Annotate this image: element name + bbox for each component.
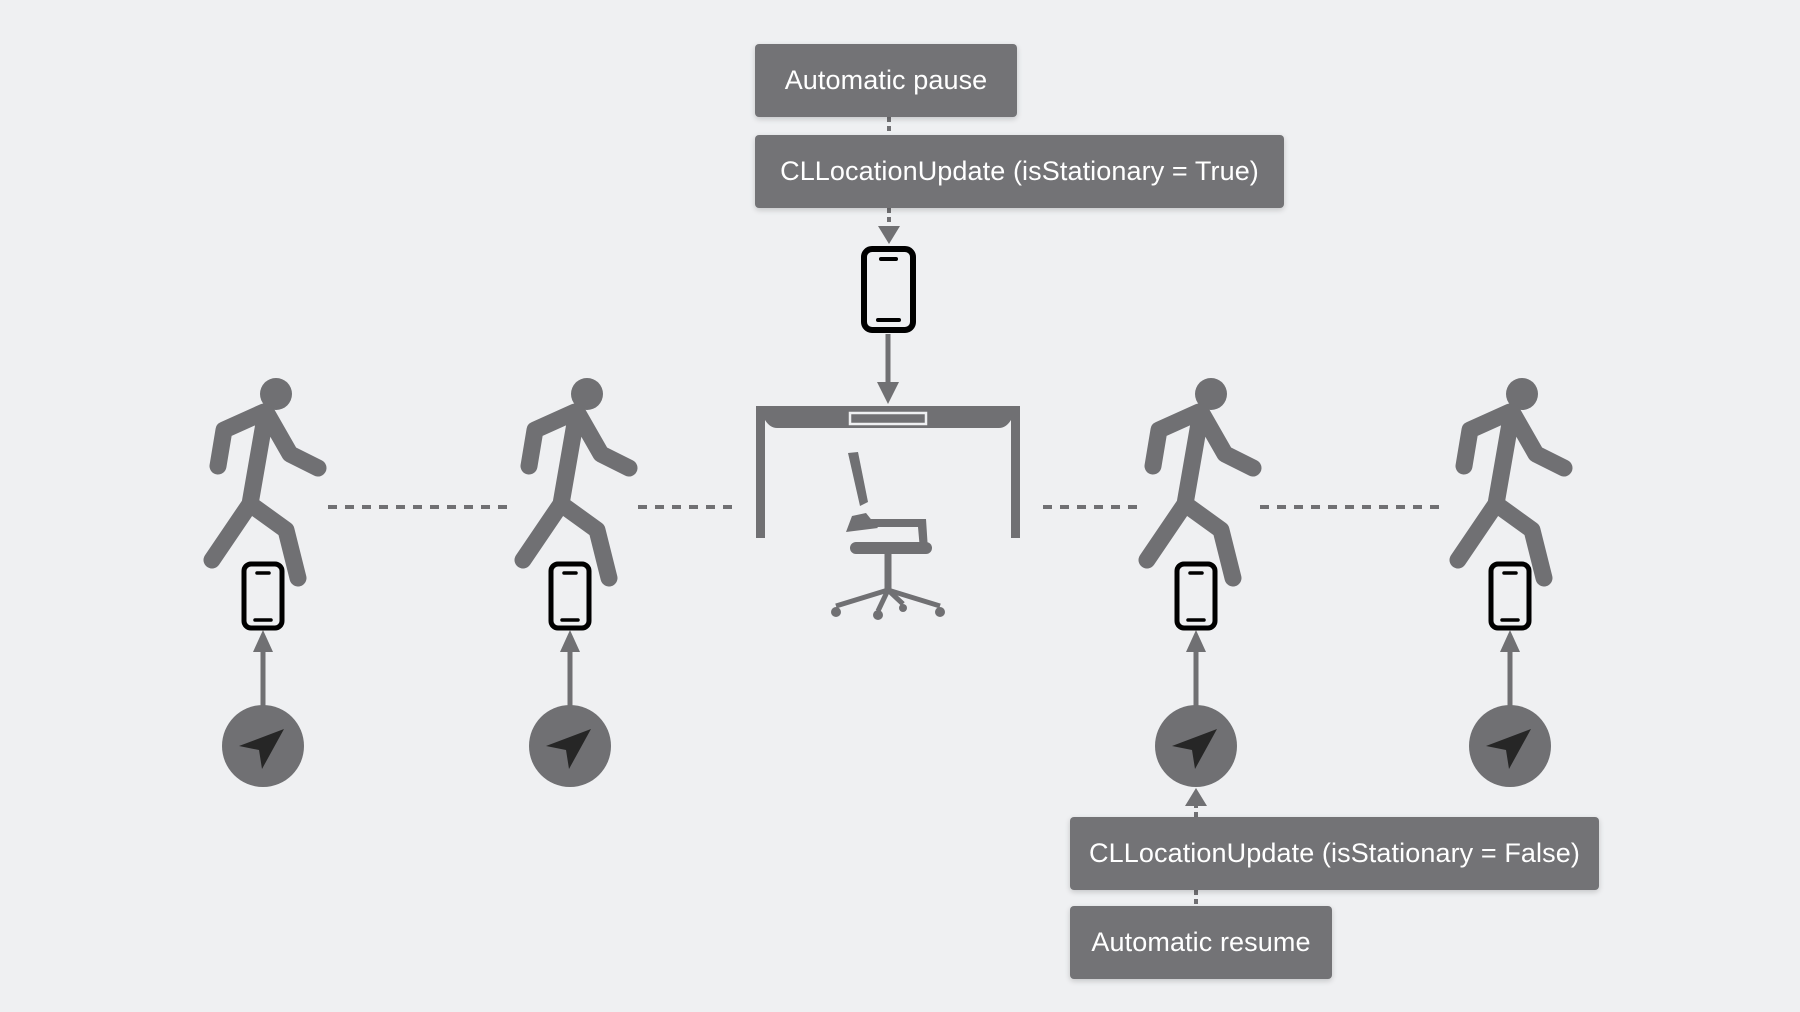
walker-icon-1 xyxy=(212,378,318,578)
arrow-up-3 xyxy=(1186,630,1206,706)
arrow-up-4 xyxy=(1500,630,1520,706)
automatic-resume-label: Automatic resume xyxy=(1070,906,1332,979)
arrow-up-2 xyxy=(560,630,580,706)
location-arrow-icon-2 xyxy=(529,705,611,787)
walker-icon-3 xyxy=(1147,378,1253,578)
walker-icon-4 xyxy=(1458,378,1564,578)
phone-icon-1 xyxy=(244,564,282,628)
walker-icon-2 xyxy=(523,378,629,578)
location-arrow-icon-4 xyxy=(1469,705,1551,787)
phone-icon-3 xyxy=(1177,564,1215,628)
office-chair-icon xyxy=(831,452,945,620)
location-arrow-icon-1 xyxy=(222,705,304,787)
stationary-true-update-label: CLLocationUpdate (isStationary = True) xyxy=(755,135,1284,208)
stationary-false-update-label: CLLocationUpdate (isStationary = False) xyxy=(1070,817,1599,890)
upward-arrows xyxy=(253,630,1520,706)
arrow-down-to-desk xyxy=(877,334,899,404)
top-connector xyxy=(878,117,900,244)
large-phone-icon xyxy=(861,246,916,333)
desk-icon xyxy=(756,406,1020,538)
location-arrow-icon-3 xyxy=(1155,705,1237,787)
bottom-connector xyxy=(1185,788,1207,906)
phone-icon-4 xyxy=(1491,564,1529,628)
phone-icon-2 xyxy=(551,564,589,628)
automatic-pause-label: Automatic pause xyxy=(755,44,1017,117)
arrow-up-1 xyxy=(253,630,273,706)
